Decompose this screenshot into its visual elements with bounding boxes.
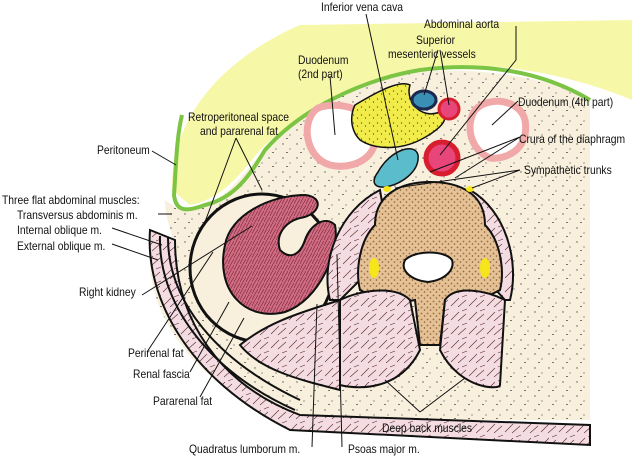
label-external-oblique: External oblique m.	[17, 239, 106, 253]
abdominal-aorta	[423, 139, 461, 177]
label-deep-back-muscles: Deep back muscles	[382, 421, 473, 435]
label-transversus-abdominis: Transversus abdominis m.	[17, 208, 138, 222]
label-renal-fascia: Renal fascia	[133, 367, 190, 381]
label-right-kidney: Right kidney	[79, 285, 136, 299]
label-retroperitoneal-2: and pararenal fat	[200, 124, 279, 138]
label-duodenum-2nd-2: (2nd part)	[298, 67, 343, 81]
label-internal-oblique: Internal oblique m.	[17, 223, 102, 237]
superior-mesenteric-vein	[410, 89, 438, 111]
label-superior-mesenteric-2: mesenteric vessels	[388, 47, 476, 61]
label-inferior-vena-cava: Inferior vena cava	[321, 0, 404, 14]
duodenum-4th	[466, 97, 530, 162]
label-three-flat-muscles: Three flat abdominal muscles:	[2, 193, 140, 207]
label-abdominal-aorta: Abdominal aorta	[424, 17, 500, 31]
label-peritoneum: Peritoneum	[97, 143, 150, 157]
peritoneal-cavity	[171, 20, 632, 205]
right-kidney	[222, 193, 337, 315]
psoas-major-right	[326, 188, 392, 301]
label-superior-mesenteric-1: Superior	[416, 33, 456, 47]
leader-lines	[111, 13, 521, 448]
sympathetic-trunk-left	[466, 186, 474, 192]
label-duodenum-4th: Duodenum (4th part)	[518, 95, 614, 109]
deep-back-muscles-left	[438, 289, 507, 389]
abdominal-wall-muscles	[148, 228, 591, 447]
inferior-vena-cava	[373, 147, 419, 188]
spinal-nerve-right	[369, 258, 379, 278]
label-pararenal-fat: Pararenal fat	[153, 394, 213, 408]
spinal-nerve-left	[480, 258, 490, 278]
label-crura: Crura of the diaphragm	[519, 132, 626, 146]
label-duodenum-2nd-1: Duodenum	[298, 53, 349, 67]
label-sympathetic-trunks: Sympathetic trunks	[524, 163, 612, 177]
label-retroperitoneal-1: Retroperitoneal space	[188, 110, 289, 124]
sympathetic-trunk-right	[383, 186, 391, 192]
superior-mesenteric-artery	[437, 97, 461, 121]
pancreas-head	[350, 83, 446, 149]
label-perirenal-fat: Perirenal fat	[128, 346, 184, 360]
label-quadratus-lumborum: Quadratus lumborum m.	[189, 442, 301, 456]
deep-back-muscles-right	[339, 289, 422, 389]
peritoneum-line	[171, 65, 592, 212]
vertebral-foramen	[402, 251, 454, 284]
label-psoas-major: Psoas major m.	[348, 442, 420, 456]
